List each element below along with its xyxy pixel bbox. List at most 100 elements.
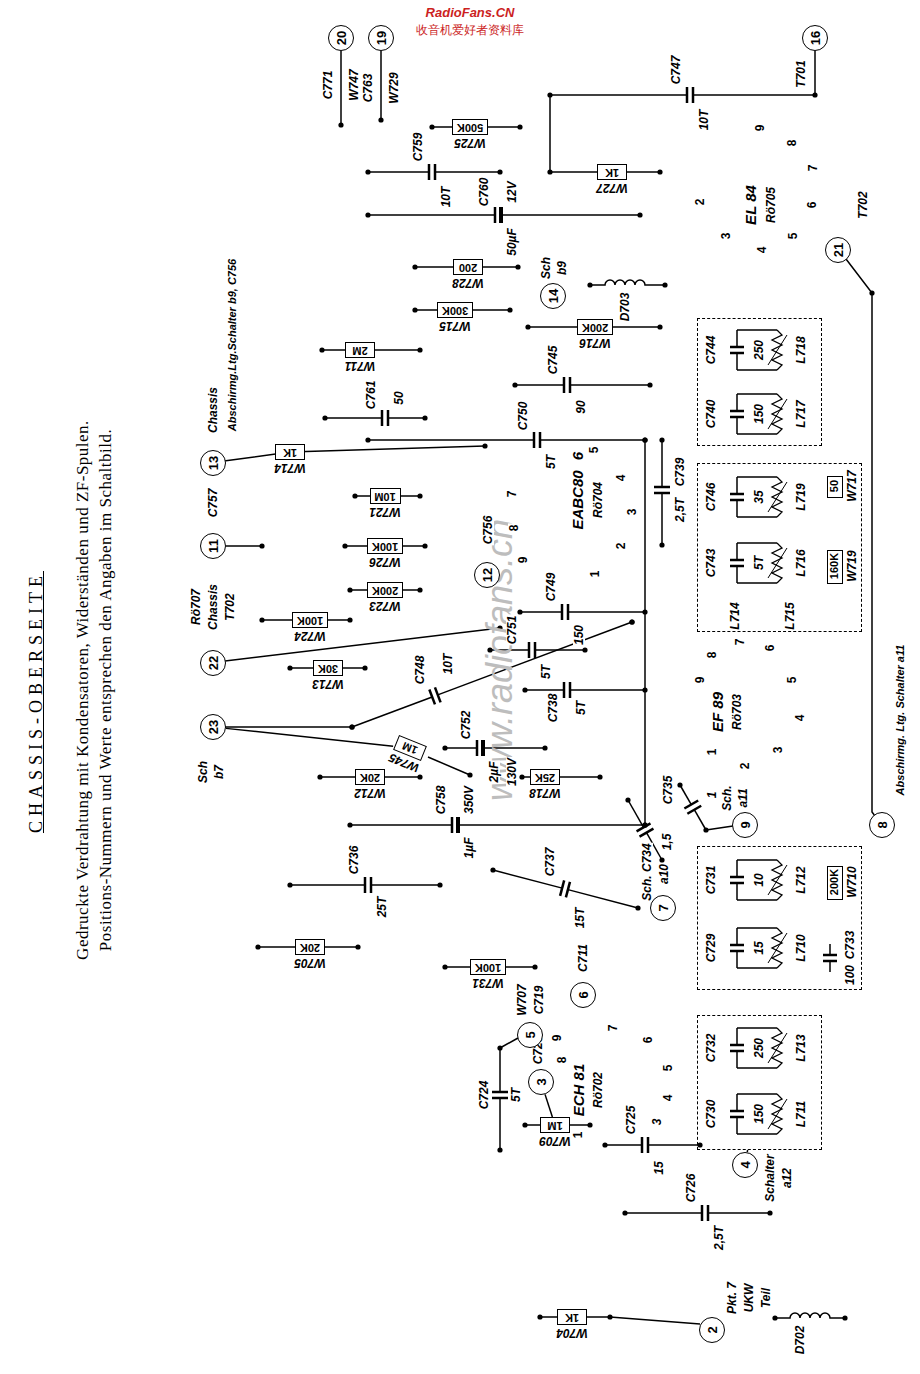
- pin-number: 7: [807, 164, 819, 173]
- pin-number: 2: [739, 762, 751, 771]
- tuning-arrow: [768, 865, 787, 895]
- watermark: 收音机爱好者资料库: [416, 24, 524, 36]
- junction-dot: [287, 665, 292, 670]
- part-label: b7: [213, 764, 225, 780]
- part-label: 5T: [510, 1087, 522, 1103]
- capacitor-lead: [368, 439, 534, 441]
- junction-dot: [587, 1122, 592, 1127]
- capacitor-plate: [563, 377, 566, 393]
- callout-number: 14: [546, 288, 559, 302]
- junction-dot: [642, 609, 647, 614]
- capacitor-lead: [290, 884, 365, 886]
- junction-dot: [647, 382, 652, 387]
- part-label: 150: [573, 624, 585, 646]
- tuning-arrow: [768, 399, 787, 429]
- capacitor-lead: [736, 1117, 738, 1134]
- coil-part-label: L712: [795, 865, 807, 894]
- capacitor-plate: [730, 346, 744, 349]
- resistor-value: 20K: [359, 771, 379, 782]
- part-label: 15T: [574, 907, 586, 930]
- resistor-value: 100K: [371, 540, 397, 551]
- terminal-circle: 5: [517, 1022, 543, 1048]
- part-label: 1: [706, 791, 718, 800]
- pin-number: 4: [662, 1094, 674, 1103]
- callout-number: 5: [523, 1031, 536, 1038]
- capacitor-plate: [428, 164, 431, 180]
- pin-number: 4: [756, 246, 768, 255]
- capacitor-lead: [736, 883, 738, 900]
- part-label: W712: [353, 787, 386, 799]
- capacitor-lead: [371, 884, 440, 886]
- junction-dot: [635, 905, 640, 910]
- resistor-box: 25KW718: [530, 769, 560, 785]
- capacitor-symbol: [325, 410, 425, 426]
- capacitor-plate: [730, 565, 744, 568]
- callout-number: 3: [534, 1078, 547, 1085]
- capacitor-lead: [445, 747, 477, 749]
- wire: [737, 1027, 777, 1028]
- tuning-arrow: [768, 1033, 787, 1063]
- capacitor-lead: [829, 944, 831, 955]
- resistor-box: 100KW731: [470, 959, 506, 975]
- junction-dot: [637, 212, 642, 217]
- part-label: C751: [506, 615, 518, 646]
- part-label: W705: [293, 957, 326, 969]
- callout-number: 13: [206, 455, 219, 469]
- capacitor-symbol: [368, 207, 640, 223]
- tube-name: ECH 81: [571, 1063, 586, 1118]
- part-label: 50: [393, 390, 405, 405]
- wire: [226, 545, 262, 547]
- resistor-value: 10M: [374, 490, 395, 501]
- junction-dot: [657, 169, 662, 174]
- capacitor-plate: [730, 499, 744, 502]
- junction-dot: [442, 745, 447, 750]
- capacitor-plate: [567, 604, 570, 620]
- junction-dot: [378, 117, 383, 122]
- terminal-circle: 11: [200, 533, 226, 559]
- resistor-value: 1K: [604, 166, 618, 177]
- part-label: W713: [311, 678, 344, 690]
- resistor-value: 100K: [296, 614, 322, 625]
- capacitor-plate: [687, 806, 701, 814]
- junction-dot: [352, 493, 357, 498]
- capacitor-lead: [352, 697, 432, 727]
- pin-number: 9: [517, 556, 529, 565]
- coil-part-label: C731: [705, 864, 717, 895]
- callout-number: 11: [206, 539, 219, 553]
- junction-dot: [417, 587, 422, 592]
- pin-number: 1: [589, 570, 601, 579]
- junction-dot: [642, 822, 647, 827]
- terminal-circle: 9: [732, 812, 758, 838]
- capacitor-plate: [730, 1116, 744, 1119]
- pin-number: 2: [694, 198, 706, 207]
- part-label: C771: [322, 70, 334, 101]
- resistor-value: 30K: [317, 662, 337, 673]
- junction-dot: [355, 944, 360, 949]
- part-label: W704: [555, 1327, 588, 1339]
- part-label: W707: [516, 983, 528, 1016]
- resistor-box: 500KW725: [452, 119, 488, 135]
- junction-dot: [442, 964, 447, 969]
- capacitor-plate: [730, 416, 744, 419]
- junction-dot: [767, 1210, 772, 1215]
- pin-number: 7: [734, 638, 746, 647]
- capacitor-plate: [641, 1137, 644, 1153]
- capacitor-lead: [736, 566, 738, 583]
- part-label: Chassis: [207, 386, 219, 434]
- resistor-box: 30KW713: [313, 660, 343, 676]
- capacitor-plate: [823, 954, 837, 957]
- junction-dot: [490, 867, 495, 872]
- junction-dot: [287, 882, 292, 887]
- resistor-box: 100KW726: [367, 538, 403, 554]
- resistor-value: 300K: [441, 304, 467, 315]
- pin-number: 4: [615, 474, 627, 483]
- coil-part-label: L716: [795, 548, 807, 577]
- resistor-value: 200: [458, 261, 476, 272]
- resistor-value: 1M: [547, 1119, 562, 1130]
- capacitor-lead: [438, 622, 632, 695]
- part-label: C758: [435, 785, 447, 816]
- part-label: C719: [533, 985, 545, 1016]
- part-label: T701: [795, 59, 807, 88]
- capacitor-lead: [568, 890, 638, 908]
- resistor-value: 200K: [581, 321, 607, 332]
